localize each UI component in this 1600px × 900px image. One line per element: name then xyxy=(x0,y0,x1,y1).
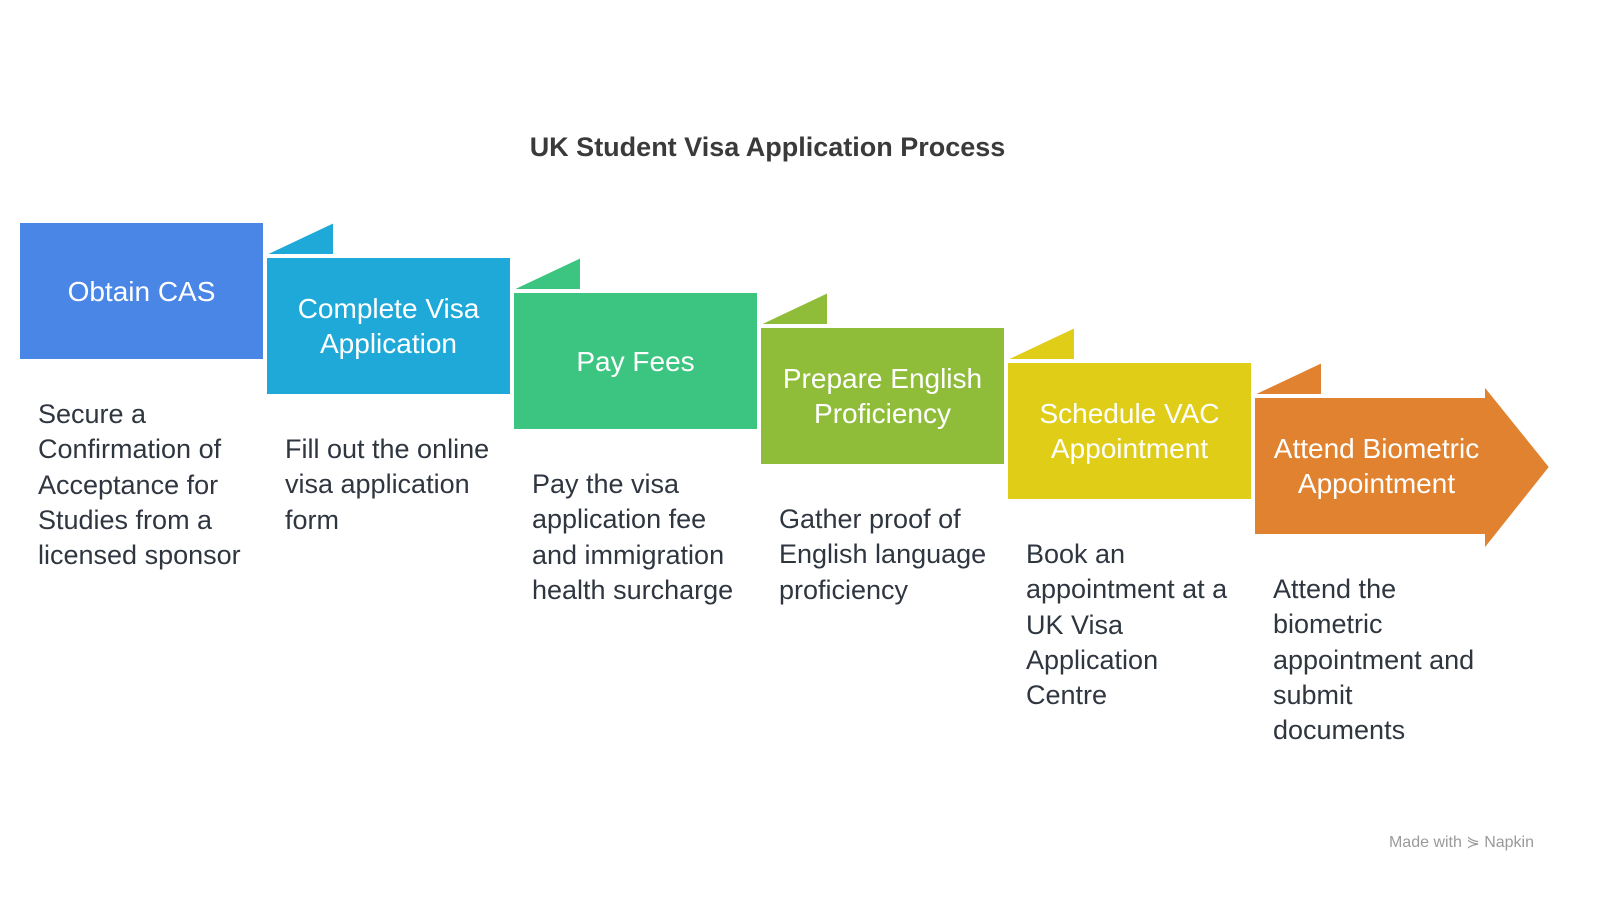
step-3-fold xyxy=(510,255,582,291)
step-5-shape xyxy=(1006,361,1253,501)
step-4-fold xyxy=(757,290,829,326)
step-1-description: Secure a Confirmation of Acceptance for … xyxy=(38,399,241,571)
step-5-label: Schedule VAC Appointment xyxy=(1039,398,1220,464)
made-with-napkin-watermark: Made with ⋟ Napkin xyxy=(1388,834,1534,851)
step-4-label: Prepare English Proficiency xyxy=(782,363,983,429)
step-6-shape xyxy=(1253,382,1552,553)
step-3-description: Pay the visa application fee and immigra… xyxy=(532,469,734,605)
step-2-label: Complete Visa Application xyxy=(297,293,480,359)
step-4-description: Gather proof of English language profici… xyxy=(779,504,987,605)
step-5-description: Book an appointment at a UK Visa Applica… xyxy=(1026,539,1228,711)
step-5-fold xyxy=(1004,325,1076,361)
step-2-shape xyxy=(265,256,512,396)
step-6-description: Attend the biometric appointment and sub… xyxy=(1273,574,1475,746)
step-6-fold xyxy=(1251,360,1323,396)
step-6-label: Attend Biometric Appointment xyxy=(1273,433,1480,499)
step-3-label: Pay Fees xyxy=(576,345,695,377)
step-2-fold xyxy=(263,220,335,256)
step-1-label: Obtain CAS xyxy=(67,275,216,307)
step-2-description: Fill out the online visa application for… xyxy=(285,434,490,535)
step-1-shape xyxy=(18,221,265,361)
diagram-title: UK Student Visa Application Process xyxy=(529,132,1006,162)
step-4-shape xyxy=(759,326,1006,466)
step-3-shape xyxy=(512,291,759,431)
